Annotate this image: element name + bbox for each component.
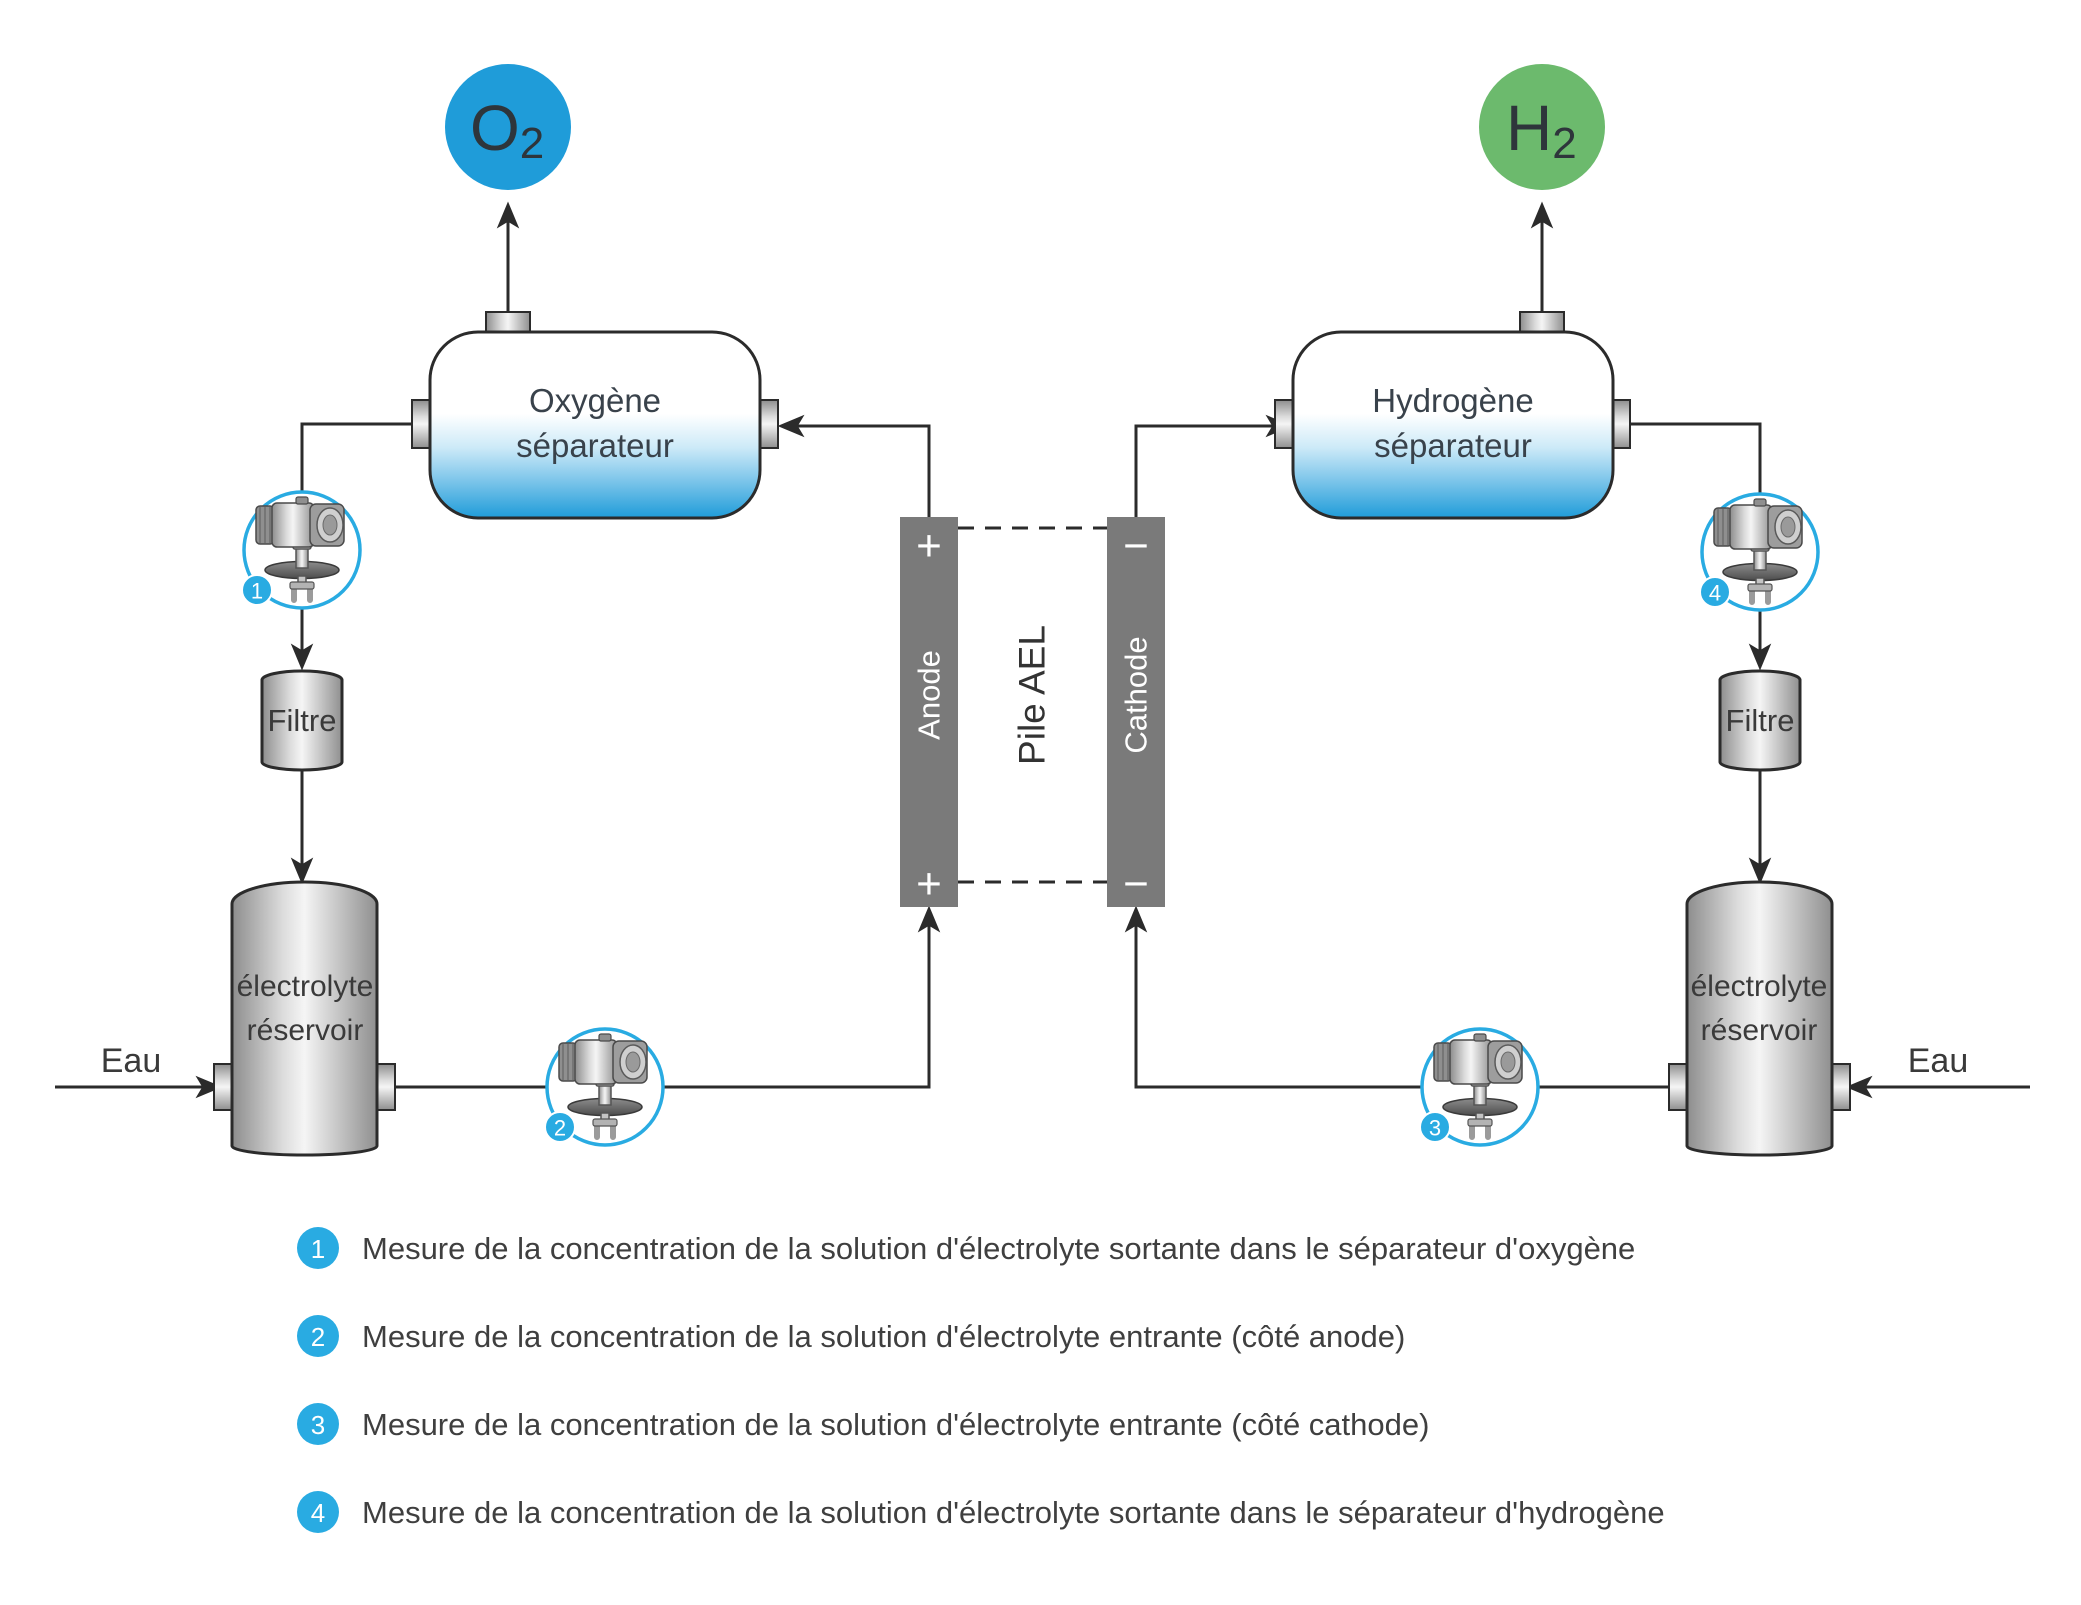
h2-circle	[1479, 64, 1605, 190]
meter-3-number: 3	[1429, 1116, 1441, 1141]
meter-4-number: 4	[1709, 581, 1721, 606]
meter-4: 4	[1699, 492, 1820, 612]
cathode-bar	[1107, 517, 1165, 907]
meter-1-number: 1	[251, 579, 263, 604]
h2-gas-node: H2	[1479, 64, 1605, 190]
reservoir-right-label-line1: électrolyte	[1691, 970, 1828, 1003]
legend-item-2: 2 Mesure de la concentration de la solut…	[297, 1315, 1405, 1357]
o2-circle	[445, 64, 571, 190]
reservoir-left-label-line1: électrolyte	[237, 970, 374, 1003]
legend: 1 Mesure de la concentration de la solut…	[297, 1227, 1665, 1533]
meter-1: 1	[241, 490, 362, 610]
hydrogen-separator-label-line2: séparateur	[1374, 427, 1532, 464]
anode-polarity-top: +	[916, 522, 942, 571]
reservoir-left-water-nozzle	[213, 1063, 234, 1111]
legend-badge-4	[297, 1491, 339, 1533]
hydrogen-separator-body	[1291, 330, 1615, 520]
reservoir-left-outlet-nozzle	[375, 1063, 396, 1111]
meter-3: 3	[1419, 1027, 1540, 1147]
o2-symbol-sub: 2	[520, 119, 544, 168]
o2-symbol: O2	[470, 92, 544, 168]
oxygen-separator-label-line2: séparateur	[516, 427, 674, 464]
legend-item-3: 3 Mesure de la concentration de la solut…	[297, 1403, 1429, 1445]
h2-symbol-sub: 2	[1552, 119, 1576, 168]
cathode-label: Cathode	[1119, 636, 1154, 753]
anode-polarity-bottom: +	[916, 860, 942, 909]
electrolyte-reservoir-left: électrolyte réservoir	[213, 880, 396, 1157]
cathode-polarity-bottom: −	[1123, 860, 1149, 909]
meter-3-badge	[1419, 1111, 1451, 1143]
legend-text-1: Mesure de la concentration de la solutio…	[362, 1231, 1635, 1266]
pipe-cathode-to-hydrogen-separator	[1134, 414, 1293, 517]
meter-2-badge	[544, 1111, 576, 1143]
legend-num-4: 4	[311, 1498, 325, 1528]
legend-num-1: 1	[311, 1234, 325, 1264]
oxygen-separator-left-nozzle	[411, 399, 432, 449]
filter-right-body	[1718, 669, 1802, 772]
meter-4-badge	[1699, 576, 1731, 608]
legend-text-3: Mesure de la concentration de la solutio…	[362, 1407, 1429, 1442]
filter-right-label: Filtre	[1726, 703, 1795, 738]
reservoir-right-water-nozzle	[1830, 1063, 1851, 1111]
cathode-polarity-top: −	[1123, 522, 1149, 571]
o2-symbol-main: O	[470, 92, 520, 164]
hydrogen-separator-left-nozzle	[1274, 399, 1295, 449]
meter-1-badge	[241, 574, 273, 606]
legend-num-2: 2	[311, 1322, 325, 1352]
legend-badge-3	[297, 1403, 339, 1445]
reservoir-left-label-line2: réservoir	[247, 1014, 364, 1047]
water-label-left: Eau	[101, 1042, 162, 1080]
legend-badge-1	[297, 1227, 339, 1269]
ael-stack: + + − − Anode Cathode Pile AEL	[900, 517, 1165, 909]
electrolyte-reservoir-right: électrolyte réservoir	[1668, 880, 1851, 1157]
oxygen-separator-label-line1: Oxygène	[529, 382, 661, 419]
reservoir-right-body	[1685, 880, 1834, 1157]
legend-num-3: 3	[311, 1410, 325, 1440]
legend-badge-2	[297, 1315, 339, 1357]
legend-item-1: 1 Mesure de la concentration de la solut…	[297, 1227, 1635, 1269]
anode-bar	[900, 517, 958, 907]
legend-text-2: Mesure de la concentration de la solutio…	[362, 1319, 1405, 1354]
reservoir-right-label-line2: réservoir	[1701, 1014, 1818, 1047]
h2-symbol-main: H	[1506, 92, 1552, 164]
filter-right: Filtre	[1718, 669, 1802, 772]
anode-label: Anode	[912, 650, 947, 740]
legend-text-4: Mesure de la concentration de la solutio…	[362, 1495, 1665, 1530]
water-label-right: Eau	[1908, 1042, 1969, 1080]
meter-2-number: 2	[554, 1116, 566, 1141]
filter-left-label: Filtre	[268, 703, 337, 738]
hydrogen-separator-label-line1: Hydrogène	[1372, 382, 1533, 419]
hydrogen-separator-vessel: Hydrogène séparateur	[1274, 311, 1631, 520]
oxygen-separator-body	[428, 330, 762, 520]
oxygen-separator-right-nozzle	[758, 399, 779, 449]
oxygen-separator-vessel: Oxygène séparateur	[411, 311, 779, 520]
h2-symbol: H2	[1506, 92, 1577, 168]
stack-title: Pile AEL	[1012, 625, 1053, 765]
legend-item-4: 4 Mesure de la concentration de la solut…	[297, 1491, 1665, 1533]
pipe-reservoir-right-to-cathode	[1124, 905, 1683, 1089]
filter-left-body	[260, 669, 344, 772]
reservoir-right-outlet-nozzle	[1668, 1063, 1689, 1111]
filter-left: Filtre	[260, 669, 344, 772]
meter-2: 2	[544, 1027, 665, 1147]
reservoir-left-body	[230, 880, 379, 1157]
o2-gas-node: O2	[445, 64, 571, 190]
pipe-anode-to-oxygen-separator	[777, 414, 931, 517]
